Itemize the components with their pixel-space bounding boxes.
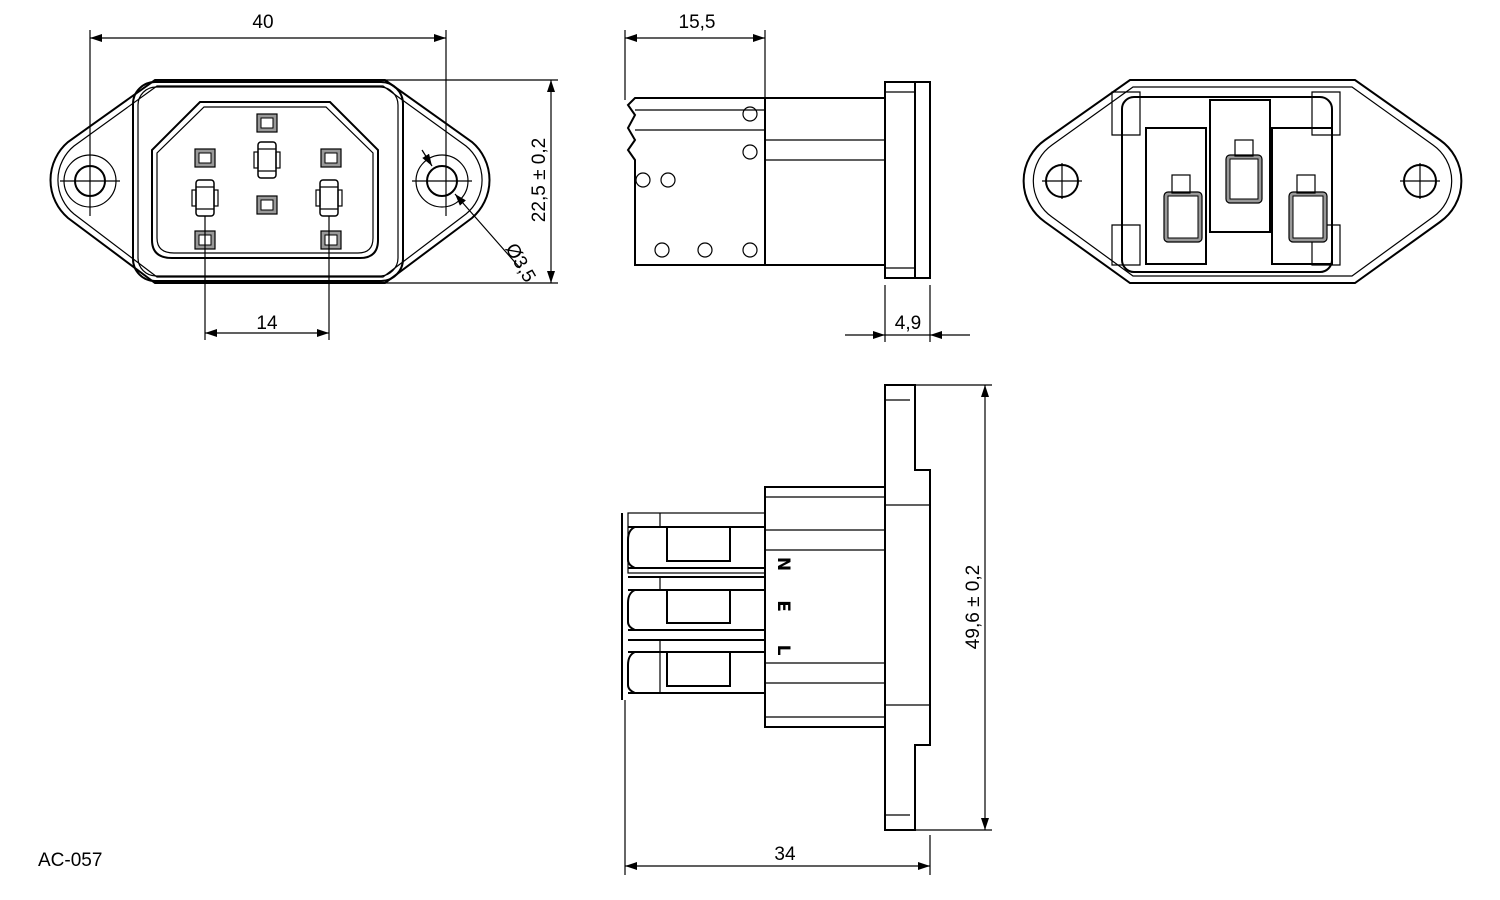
terminal-1 (621, 512, 766, 700)
dim-pin-spacing-14: 14 (256, 313, 278, 334)
terminal-label-n: N (773, 557, 793, 571)
dim-height-22-5: 22,5 ± 0,2 (529, 138, 550, 222)
dim-flange-4-9: 4,9 (895, 313, 921, 334)
dim-width-40: 40 (252, 12, 273, 33)
bottom-view: N E L 49,6 ± 0,2 34 (621, 384, 992, 875)
dim-height-49-6: 49,6 ± 0,2 (963, 565, 984, 649)
terminal-label-e: E (773, 600, 793, 612)
front-view: 40 22,5 ± 0,2 Ø3,5 14 (49, 12, 558, 340)
rear-view (1022, 79, 1463, 284)
side-view: 15,5 4,9 (624, 12, 970, 342)
drawing-id: AC-057 (38, 850, 102, 871)
terminal-3 (627, 639, 765, 694)
dim-length-34: 34 (774, 844, 796, 865)
terminal-label-l: L (773, 645, 793, 656)
dim-hole-diameter: Ø3,5 (501, 240, 540, 286)
dim-depth-15-5: 15,5 (679, 12, 716, 33)
terminal-2 (627, 576, 765, 631)
